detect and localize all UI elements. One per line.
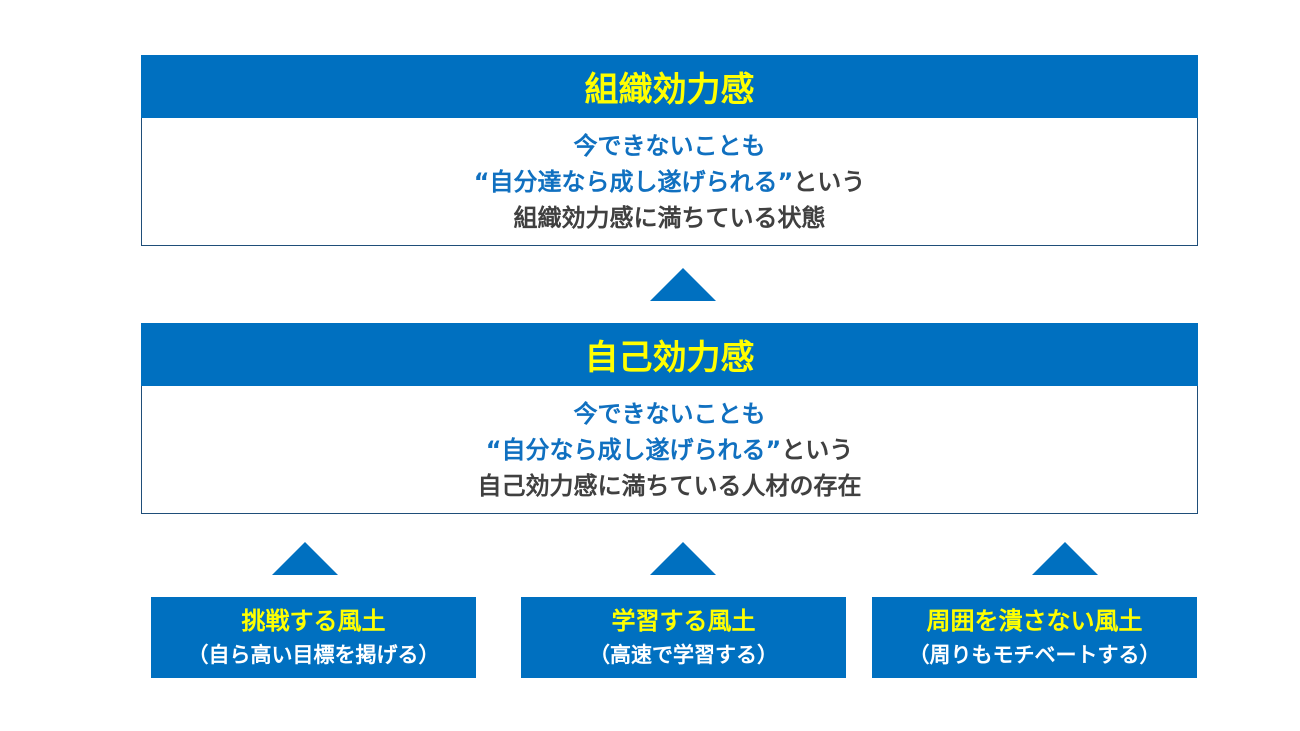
organizational-efficacy-description: 今できないことも “自分達なら成し遂げられる”という 組織効力感に満ちている状態 [141, 118, 1198, 246]
culture-box-challenge: 挑戦する風土 （自ら高い目標を掲げる） [151, 597, 476, 678]
culture-title: 挑戦する風土 [241, 606, 386, 635]
suffix-text: という [793, 167, 866, 196]
description-line: “自分達なら成し遂げられる”という [474, 164, 866, 200]
up-arrow-icon [1032, 542, 1098, 575]
up-arrow-icon [272, 542, 338, 575]
culture-subtitle: （自ら高い目標を掲げる） [187, 642, 440, 667]
quote-text: “自分なら成し遂げられる” [485, 435, 782, 464]
culture-subtitle: （周りもモチベートする） [908, 642, 1161, 667]
up-arrow-icon [650, 268, 716, 301]
description-line: 今できないことも [573, 399, 766, 428]
suffix-text: という [781, 435, 854, 464]
culture-box-learning: 学習する風土 （高速で学習する） [521, 597, 846, 678]
self-efficacy-description: 今できないことも “自分なら成し遂げられる”という 自己効力感に満ちている人材の… [141, 386, 1198, 514]
self-efficacy-title: 自己効力感 [584, 338, 755, 378]
culture-box-support: 周囲を潰さない風土 （周りもモチベートする） [872, 597, 1197, 678]
description-line: 組織効力感に満ちている状態 [513, 203, 826, 232]
culture-subtitle: （高速で学習する） [589, 642, 778, 667]
quote-text: “自分達なら成し遂げられる” [473, 167, 794, 196]
organizational-efficacy-header: 組織効力感 [141, 55, 1198, 118]
organizational-efficacy-title: 組織効力感 [584, 70, 755, 110]
self-efficacy-header: 自己効力感 [141, 323, 1198, 386]
description-line: “自分なら成し遂げられる”という [486, 432, 854, 468]
up-arrow-icon [650, 542, 716, 575]
description-line: 自己効力感に満ちている人材の存在 [477, 471, 862, 500]
culture-title: 周囲を潰さない風土 [926, 606, 1143, 635]
culture-title: 学習する風土 [611, 606, 756, 635]
description-line: 今できないことも [573, 131, 766, 160]
